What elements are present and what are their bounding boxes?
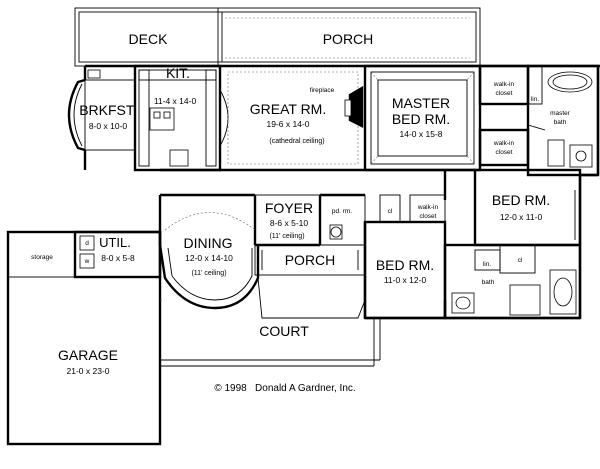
walk-in-closet-2-l1: walk-in (493, 140, 515, 147)
master-bath-label-1: master (550, 110, 571, 117)
master-bed-label-1: MASTER (392, 95, 450, 111)
master-bed-label-2: BED RM. (392, 111, 450, 127)
powder-room-label: pd. rm. (332, 208, 352, 215)
hall-bath-area (443, 243, 582, 320)
master-bedroom-area (363, 64, 482, 172)
dryer-label: d (85, 240, 89, 247)
kitchen-label: KIT. (166, 65, 190, 81)
walk-in-closet-2-l2: closet (496, 149, 513, 156)
storage-label: storage (31, 254, 53, 261)
kitchen-dims: 11-4 x 14-0 (154, 96, 197, 106)
copyright-notice: © 1998 Donald A Gardner, Inc. (214, 383, 355, 394)
front-porch-area (254, 244, 366, 276)
front-porch-label: PORCH (285, 252, 336, 268)
bed-cl-label: cl (518, 257, 523, 264)
master-lin-label: lin. (531, 96, 540, 103)
bath-label: bath (482, 279, 495, 286)
foyer-dims: 8-6 x 5-10 (270, 218, 309, 228)
bed-2-label: BED RM. (492, 192, 550, 208)
master-bath-label-2: bath (554, 119, 567, 126)
foyer-cl-label: cl (388, 208, 393, 215)
great-room-dims: 19-6 x 14-0 (267, 119, 310, 129)
dining-note: (11' ceiling) (191, 270, 226, 277)
fireplace-label: fireplace (310, 87, 335, 94)
garage-dims: 21-0 x 23-0 (67, 366, 110, 376)
foyer-note: (11' ceiling) (269, 233, 304, 240)
walk-in-closet-1-l1: walk-in (493, 81, 515, 88)
rear-porch-label: PORCH (323, 31, 374, 47)
bed-2-dims: 12-0 x 11-0 (500, 212, 543, 222)
court-walks (160, 277, 381, 367)
garage-label: GARAGE (58, 347, 118, 363)
walk-in-closet-3-l2: closet (420, 213, 437, 220)
breakfast-dims: 8-0 x 10-0 (89, 121, 128, 131)
utility-dims: 8-0 x 5-8 (101, 253, 135, 263)
great-room-note: (cathedral ceiling) (269, 138, 324, 145)
bed-3-label: BED RM. (376, 257, 434, 273)
foyer-label: FOYER (265, 200, 313, 216)
utility-label: UTIL. (99, 235, 131, 250)
kitchen-area (87, 64, 222, 172)
master-bed-dims: 14-0 x 15-8 (400, 129, 443, 139)
master-bath-area (478, 64, 600, 177)
washer-label: w (84, 258, 90, 265)
hall-lin-label: lin. (483, 261, 492, 268)
garage-area (6, 230, 162, 446)
bed-3-dims: 11-0 x 12-0 (384, 275, 427, 285)
deck-label: DECK (129, 31, 169, 47)
walk-in-closet-3-l1: walk-in (417, 204, 439, 211)
dining-dims: 12-0 x 14-10 (185, 253, 233, 263)
foyer-area (254, 194, 366, 246)
court-label: COURT (259, 323, 309, 339)
walk-in-closet-1-l2: closet (496, 90, 513, 97)
breakfast-label: BRKFST. (79, 102, 137, 118)
great-room-label: GREAT RM. (250, 101, 327, 117)
dining-label: DINING (184, 235, 233, 251)
dining-area (158, 195, 260, 310)
great-room-area (219, 65, 366, 171)
